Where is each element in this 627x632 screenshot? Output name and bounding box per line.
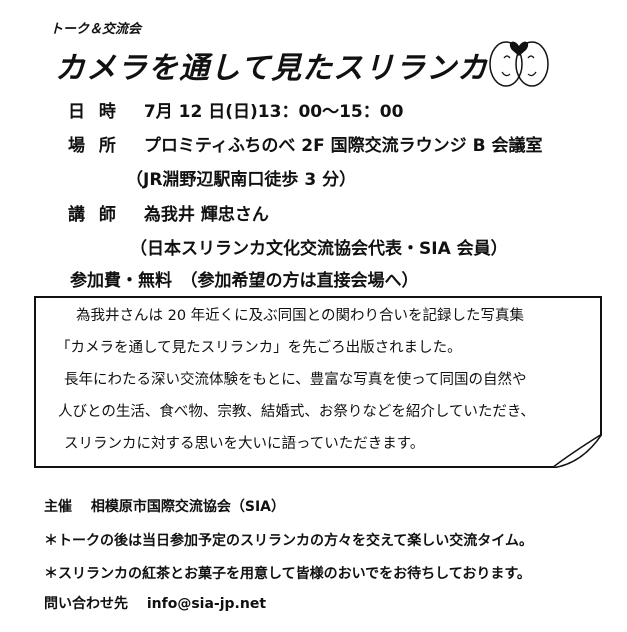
place-note: （JR淵野辺駅南口徒歩 3 分）: [126, 170, 357, 190]
speaker-note: （日本スリランカ文化交流協会代表・SIA 会員）: [130, 239, 508, 259]
date-value: 7月 12 日(日)13：00～15：00: [143, 102, 404, 122]
event-subtitle: トーク＆交流会: [50, 22, 142, 37]
date-label: 日 時: [68, 102, 120, 122]
description-line-2: 「カメラを通して見たスリランカ」を先ごろ出版されました。: [56, 340, 462, 356]
speaker-label: 講 師: [68, 205, 120, 225]
date-row: 日 時 7月 12 日(日)13：00～15：00: [68, 97, 403, 122]
place-label: 場 所: [68, 136, 120, 156]
note-exchange-time: ＊トークの後は当日参加予定のスリランカの方々を交えて楽しい交流タイム。: [44, 533, 534, 549]
heart-owl-logo: [489, 41, 549, 87]
speaker-value: 為我井 輝忠さん: [143, 205, 269, 225]
organizer: 主催 相模原市国際交流協会（SIA）: [44, 499, 286, 515]
description-line-3: 長年にわたる深い交流体験をもとに、豊富な写真を使って同国の自然や: [64, 372, 527, 388]
page-curl-icon: [552, 434, 602, 468]
speaker-row: 講 師 為我井 輝忠さん: [68, 200, 269, 225]
fee-text: 参加費・無料 （参加希望の方は直接会場へ）: [70, 271, 419, 291]
description-box: 為我井さんは 20 年近くに及ぶ同国との関わり合いを記録した写真集 「カメラを通…: [34, 296, 602, 468]
description-line-5: スリランカに対する思いを大いに語っていただきます。: [64, 436, 425, 452]
event-title: カメラを通して見たスリランカ: [55, 51, 489, 86]
description-line-1: 為我井さんは 20 年近くに及ぶ同国との関わり合いを記録した写真集: [76, 308, 525, 324]
place-value: プロミティふちのべ 2F 国際交流ラウンジ B 会議室: [143, 136, 543, 156]
contact: 問い合わせ先 info@sia-jp.net: [44, 596, 267, 612]
place-row: 場 所 プロミティふちのべ 2F 国際交流ラウンジ B 会議室: [68, 131, 542, 156]
description-line-4: 人びとの生活、食べ物、宗教、結婚式、お祭りなどを紹介していただき、: [58, 404, 535, 420]
note-tea-sweets: ＊スリランカの紅茶とお菓子を用意して皆様のおいでをお待ちしております。: [44, 566, 531, 582]
